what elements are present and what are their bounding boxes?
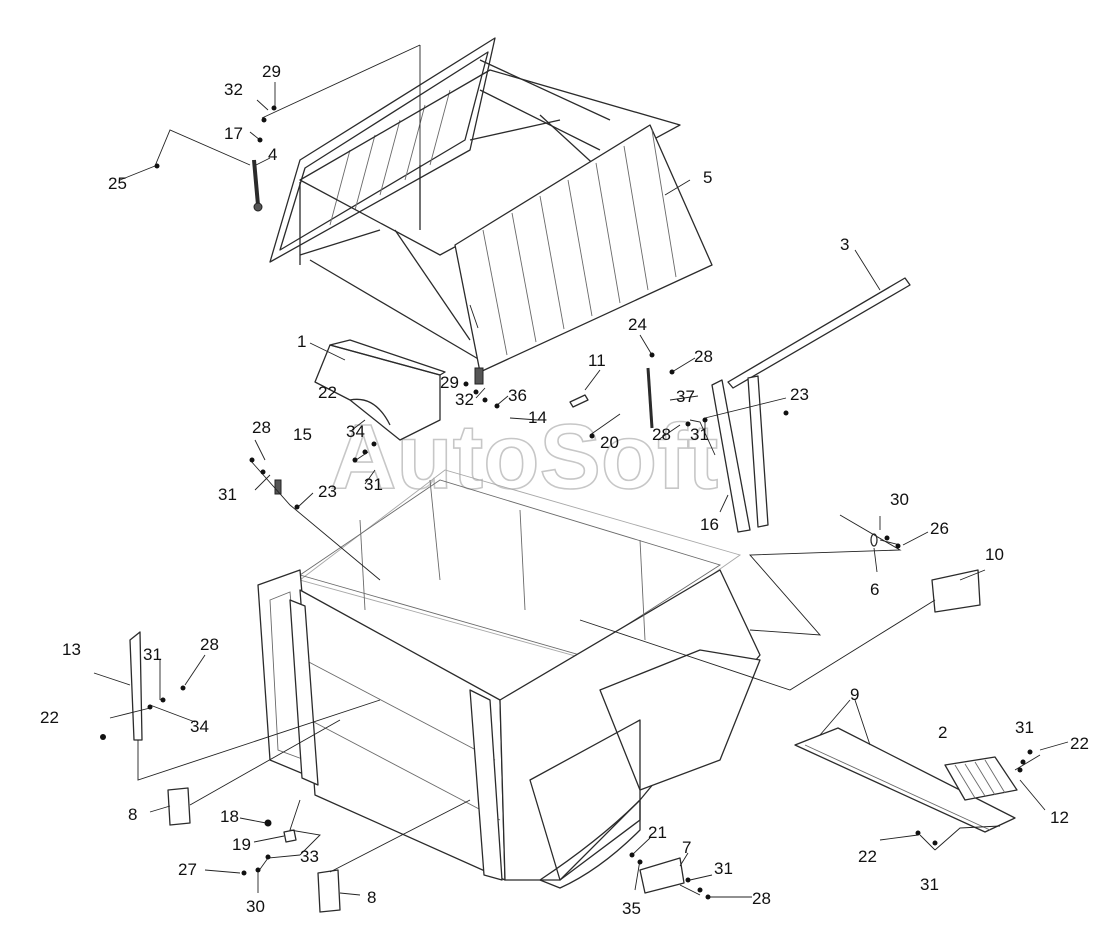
callout-31: 31 <box>1015 718 1034 737</box>
callout-23: 23 <box>790 385 809 404</box>
callout-8: 8 <box>128 805 137 824</box>
callout-19: 19 <box>232 835 251 854</box>
callout-32: 32 <box>224 80 243 99</box>
callout-3: 3 <box>840 235 849 254</box>
hopper-body <box>257 469 761 889</box>
panel-10 <box>931 569 981 613</box>
callout-16: 16 <box>700 515 719 534</box>
callout-6: 6 <box>870 580 879 599</box>
callout-34: 34 <box>346 422 365 441</box>
callout-28: 28 <box>252 418 271 437</box>
callout-29: 29 <box>262 62 281 81</box>
callout-31: 31 <box>690 425 709 444</box>
rod <box>727 277 911 389</box>
callout-8: 8 <box>367 888 376 907</box>
callout-35: 35 <box>622 899 641 918</box>
panel-8-upper <box>167 787 191 826</box>
roof-assembly <box>269 37 713 385</box>
callout-14: 14 <box>528 408 547 427</box>
clip-11 <box>569 394 589 408</box>
callout-28: 28 <box>752 889 771 908</box>
gas-strut <box>252 159 263 212</box>
callout-31: 31 <box>143 645 162 664</box>
callout-20: 20 <box>600 433 619 452</box>
callout-4: 4 <box>268 145 277 164</box>
side-brackets <box>711 375 769 533</box>
callout-15: 15 <box>293 425 312 444</box>
callout-1: 1 <box>297 332 306 351</box>
small-panels <box>129 367 1018 913</box>
strip-13 <box>129 631 143 741</box>
callout-labels: 1 2 3 4 5 6 7 8 8 9 10 11 12 13 14 15 16… <box>40 62 1089 918</box>
callout-30: 30 <box>890 490 909 509</box>
leader-lines <box>93 44 1069 898</box>
callout-25: 25 <box>108 174 127 193</box>
fastener-dots <box>100 105 1033 900</box>
callout-11: 11 <box>588 351 606 370</box>
callout-37: 37 <box>676 387 695 406</box>
panel-8-lower <box>317 869 341 913</box>
callout-5: 5 <box>703 168 712 187</box>
pin-37 <box>646 367 654 429</box>
callout-22: 22 <box>318 383 337 402</box>
callout-28: 28 <box>652 425 671 444</box>
callout-33: 33 <box>300 847 319 866</box>
callout-28: 28 <box>200 635 219 654</box>
bracket-19 <box>283 829 297 843</box>
callout-30: 30 <box>246 897 265 916</box>
channel-9 <box>794 727 1016 833</box>
callout-31: 31 <box>920 875 939 894</box>
callout-2: 2 <box>938 723 947 742</box>
chute <box>314 339 446 441</box>
callout-27: 27 <box>178 860 197 879</box>
ring-6 <box>870 533 878 547</box>
callout-13: 13 <box>62 640 81 659</box>
callout-23: 23 <box>318 482 337 501</box>
callout-31: 31 <box>714 859 733 878</box>
callout-34: 34 <box>190 717 209 736</box>
callout-18: 18 <box>220 807 239 826</box>
callout-21: 21 <box>648 823 667 842</box>
callout-7: 7 <box>682 838 691 857</box>
callout-12: 12 <box>1050 808 1069 827</box>
callout-31: 31 <box>218 485 237 504</box>
latch-15 <box>274 479 282 495</box>
callout-29: 29 <box>440 373 459 392</box>
callout-32: 32 <box>455 390 474 409</box>
grille-2 <box>944 756 1018 801</box>
callout-22: 22 <box>1070 734 1089 753</box>
callout-17: 17 <box>224 124 243 143</box>
callout-24: 24 <box>628 315 647 334</box>
callout-36: 36 <box>508 386 527 405</box>
callout-26: 26 <box>930 519 949 538</box>
part-7 <box>639 857 685 894</box>
callout-9: 9 <box>850 685 859 704</box>
callout-22: 22 <box>40 708 59 727</box>
callout-28: 28 <box>694 347 713 366</box>
callout-22: 22 <box>858 847 877 866</box>
callout-31: 31 <box>364 475 383 494</box>
callout-10: 10 <box>985 545 1004 564</box>
